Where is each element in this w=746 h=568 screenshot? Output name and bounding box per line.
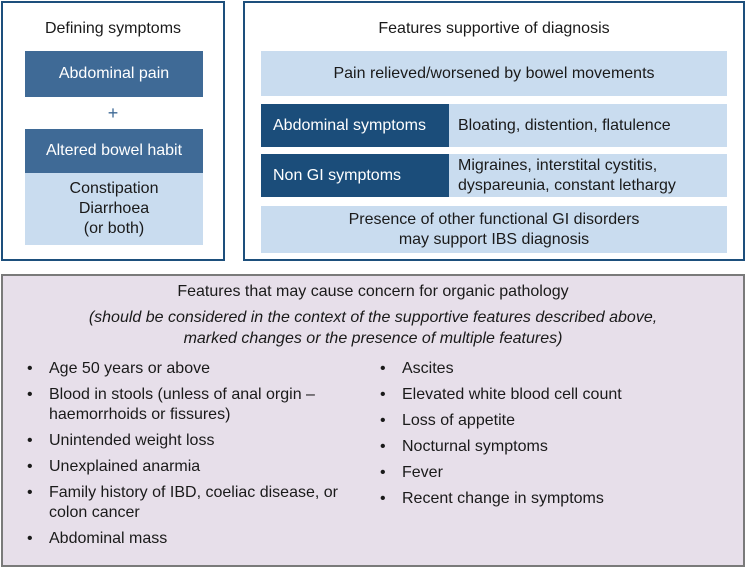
concern-list-item-line: Unintended weight loss [49, 432, 215, 449]
non-gi-symptoms-row: Non GI symptoms Migraines, interstital c… [261, 154, 727, 197]
concern-list-item: Abdominal mass [23, 529, 363, 549]
concern-list-item-line: Blood in stools (unless of anal orgin – [49, 386, 315, 403]
concern-left-list: Age 50 years or aboveBlood in stools (un… [23, 359, 363, 555]
subtype-both: (or both) [83, 220, 145, 237]
abdominal-symptoms-row: Abdominal symptoms Bloating, distention,… [261, 104, 727, 147]
concern-subtitle-line-1: (should be considered in the context of … [88, 309, 658, 326]
subtype-diarrhoea: Diarrhoea [78, 200, 150, 217]
non-gi-symptoms-line-2: dyspareunia, constant lethargy [458, 176, 676, 194]
abdominal-symptoms-value: Bloating, distention, flatulence [449, 104, 727, 147]
non-gi-symptoms-line-1: Migraines, interstital cystitis, [458, 156, 658, 174]
concern-subtitle-line-2: marked changes or the presence of multip… [183, 330, 563, 347]
subtype-constipation: Constipation [69, 180, 159, 197]
defining-symptoms-panel: Defining symptoms Abdominal pain + Alter… [1, 1, 225, 261]
supportive-features-panel: Features supportive of diagnosis Pain re… [243, 1, 745, 261]
concern-list-item-line: Ascites [402, 360, 454, 377]
non-gi-symptoms-label: Non GI symptoms [261, 154, 449, 197]
concern-list-item: Blood in stools (unless of anal orgin – h… [23, 385, 363, 425]
concern-list-item-line: Age 50 years or above [49, 360, 210, 377]
concern-list-item: Loss of appetite [376, 411, 716, 431]
concern-list-item-line: Loss of appetite [402, 412, 515, 429]
concern-list-item-line: Fever [402, 464, 443, 481]
concern-right-list: AscitesElevated white blood cell countLo… [376, 359, 716, 515]
other-gi-line-1: Presence of other functional GI disorder… [348, 210, 640, 228]
concern-list-item-line: Unexplained anarmia [49, 458, 201, 475]
concern-subtitle: (should be considered in the context of … [3, 307, 743, 349]
concern-list-item: Unintended weight loss [23, 431, 363, 451]
concern-list-item-line: Elevated white blood cell count [402, 386, 622, 403]
concern-list-item-line: Family history of IBD, coeliac disease, … [49, 484, 338, 501]
non-gi-symptoms-value: Migraines, interstital cystitis, dyspare… [449, 154, 727, 197]
abdominal-symptoms-label: Abdominal symptoms [261, 104, 449, 147]
concern-list-item-line: colon cancer [49, 504, 140, 521]
organic-pathology-concern-panel: Features that may cause concern for orga… [1, 274, 745, 567]
bowel-subtypes-box: Constipation Diarrhoea (or both) [25, 173, 203, 245]
concern-list-item: Recent change in symptoms [376, 489, 716, 509]
abdominal-pain-box: Abdominal pain [25, 51, 203, 97]
defining-symptoms-title: Defining symptoms [44, 20, 182, 37]
concern-list-item: Unexplained anarmia [23, 457, 363, 477]
concern-list-item: Nocturnal symptoms [376, 437, 716, 457]
other-gi-disorders-box: Presence of other functional GI disorder… [261, 206, 727, 253]
pain-relief-box: Pain relieved/worsened by bowel movement… [261, 51, 727, 96]
concern-list-item: Age 50 years or above [23, 359, 363, 379]
other-gi-line-2: may support IBS diagnosis [398, 230, 590, 248]
altered-bowel-habit-box: Altered bowel habit [25, 129, 203, 173]
concern-list-item-line: Recent change in symptoms [402, 490, 604, 507]
concern-list-item-line: haemorrhoids or fissures) [49, 406, 231, 423]
concern-list-item: Elevated white blood cell count [376, 385, 716, 405]
concern-list-item-line: Abdominal mass [49, 530, 168, 547]
plus-sign: + [107, 103, 119, 123]
supportive-features-title: Features supportive of diagnosis [378, 20, 610, 37]
concern-list-item: Ascites [376, 359, 716, 379]
concern-list-item-line: Nocturnal symptoms [402, 438, 548, 455]
concern-list-item: Fever [376, 463, 716, 483]
concern-list-item: Family history of IBD, coeliac disease, … [23, 483, 363, 523]
concern-title: Features that may cause concern for orga… [177, 283, 569, 300]
